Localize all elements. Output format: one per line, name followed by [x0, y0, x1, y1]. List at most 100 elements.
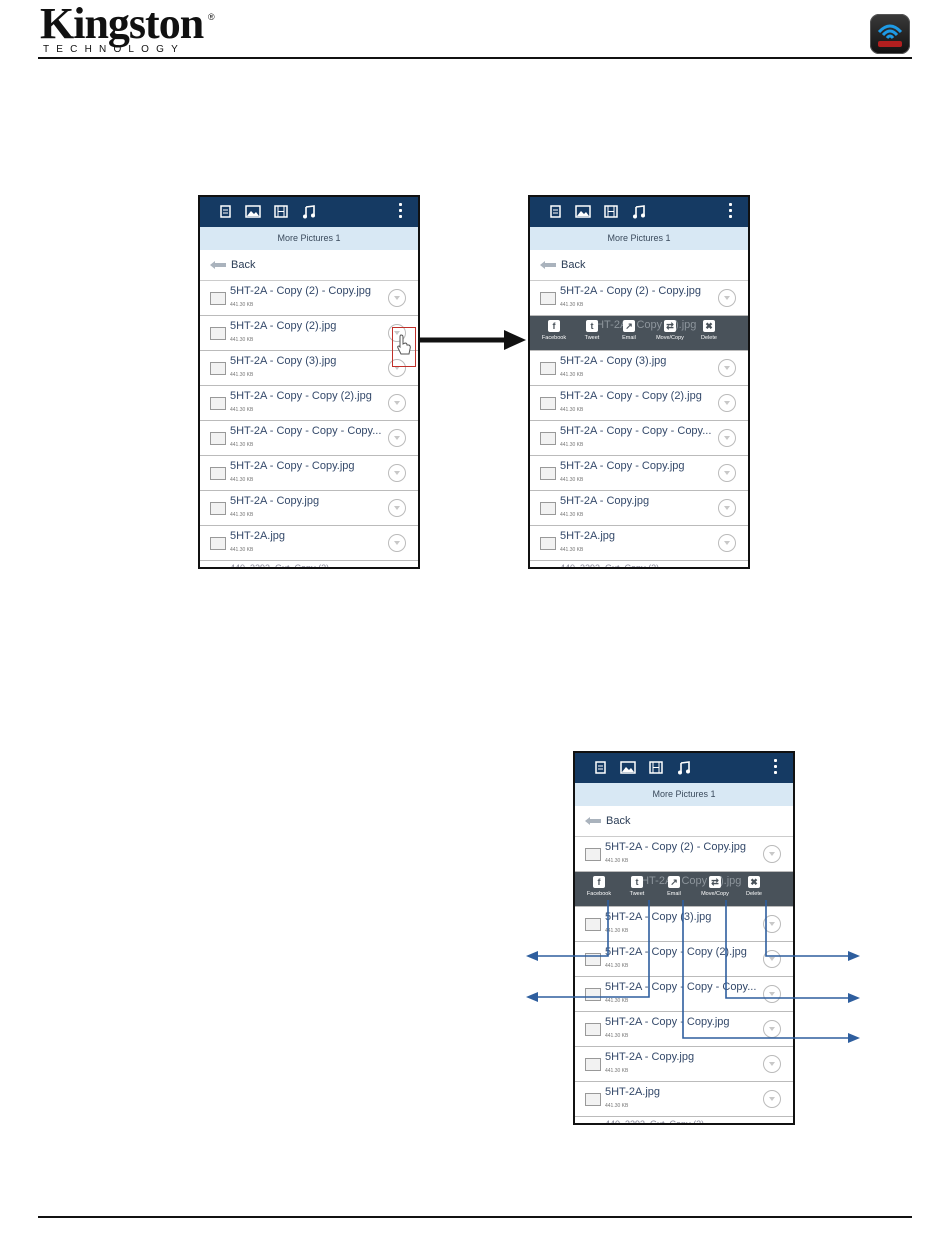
- image-thumbnail-icon: [540, 397, 556, 410]
- file-options-icon[interactable]: [718, 289, 736, 307]
- share-action-label: Email: [667, 891, 681, 897]
- file-size: 441.30 KB: [230, 372, 254, 378]
- file-row[interactable]: 5HT-2A - Copy (3).jpg 441.30 KB: [200, 351, 418, 386]
- file-options-icon[interactable]: [388, 499, 406, 517]
- overflow-menu-icon[interactable]: [774, 759, 777, 775]
- file-row[interactable]: 5HT-2A - Copy - Copy - Copy...441.30 KB: [200, 421, 418, 456]
- film-icon[interactable]: [649, 761, 663, 774]
- file-options-icon[interactable]: [763, 1055, 781, 1073]
- brand-tagline: TECHNOLOGY: [43, 44, 186, 55]
- file-size: 441.30 KB: [605, 963, 629, 969]
- file-options-icon[interactable]: [388, 464, 406, 482]
- back-button[interactable]: Back: [530, 250, 748, 281]
- share-action-2[interactable]: ↗Email: [609, 320, 649, 341]
- file-name: 5HT-2A - Copy (2) - Copy.jpg: [560, 285, 702, 297]
- back-button[interactable]: Back: [575, 806, 793, 837]
- file-name: 5HT-2A - Copy (3).jpg: [230, 355, 337, 367]
- film-icon[interactable]: [274, 205, 288, 218]
- image-thumbnail-icon: [585, 1093, 601, 1106]
- file-size: 441.30 KB: [230, 442, 254, 448]
- footer-rule: [38, 1216, 912, 1218]
- share-action-3[interactable]: ⇄Move/Copy: [695, 876, 735, 897]
- file-options-icon[interactable]: [763, 915, 781, 933]
- file-options-icon[interactable]: [388, 534, 406, 552]
- file-options-icon[interactable]: [718, 464, 736, 482]
- file-name: 5HT-2A - Copy - Copy (2).jpg: [230, 390, 372, 402]
- file-options-icon[interactable]: [718, 534, 736, 552]
- file-icon[interactable]: [549, 205, 562, 218]
- film-icon[interactable]: [604, 205, 618, 218]
- share-action-4[interactable]: ✖Delete: [734, 876, 774, 897]
- file-row[interactable]: 5HT-2A - Copy - Copy - Copy...441.30 KB: [530, 421, 748, 456]
- file-options-icon[interactable]: [388, 359, 406, 377]
- file-options-icon[interactable]: [718, 359, 736, 377]
- file-options-icon[interactable]: [763, 985, 781, 1003]
- file-icon[interactable]: [594, 761, 607, 774]
- image-thumbnail-icon: [540, 362, 556, 375]
- back-button[interactable]: Back: [200, 250, 418, 281]
- file-icon[interactable]: [219, 205, 232, 218]
- file-name: 5HT-2A - Copy.jpg: [560, 495, 650, 507]
- trailing-file-row: 440_3293_Gut..Copy (2)...: [200, 561, 418, 569]
- phone-screen-share-bar: More Pictures 1 Back 5HT-2A - Copy (2) -…: [528, 195, 750, 569]
- file-options-icon[interactable]: [763, 1090, 781, 1108]
- picture-icon[interactable]: [245, 205, 261, 218]
- file-name: 5HT-2A - Copy (3).jpg: [605, 911, 712, 923]
- transition-arrow: [420, 330, 526, 350]
- file-options-icon[interactable]: [718, 429, 736, 447]
- overflow-menu-icon[interactable]: [729, 203, 732, 219]
- file-row[interactable]: 5HT-2A - Copy - Copy - Copy...441.30 KB: [575, 977, 793, 1012]
- file-size: 441.30 KB: [605, 1033, 629, 1039]
- overflow-menu-icon[interactable]: [399, 203, 402, 219]
- file-options-icon[interactable]: [388, 429, 406, 447]
- share-action-2[interactable]: ↗ Email: [654, 876, 694, 897]
- music-icon[interactable]: [677, 761, 690, 775]
- music-icon[interactable]: [632, 205, 645, 219]
- file-options-icon[interactable]: [388, 394, 406, 412]
- file-size: 441.30 KB: [560, 547, 584, 553]
- file-options-icon[interactable]: [763, 950, 781, 968]
- image-thumbnail-icon: [585, 848, 601, 861]
- facebook-icon: f: [593, 876, 605, 888]
- share-action-4[interactable]: ✖Delete: [689, 320, 729, 341]
- file-size: 441.30 KB: [605, 858, 629, 864]
- file-options-icon[interactable]: [388, 289, 406, 307]
- file-options-icon[interactable]: [718, 499, 736, 517]
- file-options-icon[interactable]: [388, 324, 406, 342]
- file-size: 441.30 KB: [230, 302, 254, 308]
- file-options-icon[interactable]: [763, 845, 781, 863]
- music-icon[interactable]: [302, 205, 315, 219]
- file-options-icon[interactable]: [718, 394, 736, 412]
- picture-icon[interactable]: [620, 761, 636, 774]
- picture-icon[interactable]: [575, 205, 591, 218]
- image-thumbnail-icon: [540, 432, 556, 445]
- share-action-3[interactable]: ⇄Move/Copy: [650, 320, 690, 341]
- trailing-file-name: 440_3293_Gut..Copy (2)...: [230, 563, 337, 569]
- email-icon: ↗: [668, 876, 680, 888]
- folder-title: More Pictures 1: [200, 227, 418, 250]
